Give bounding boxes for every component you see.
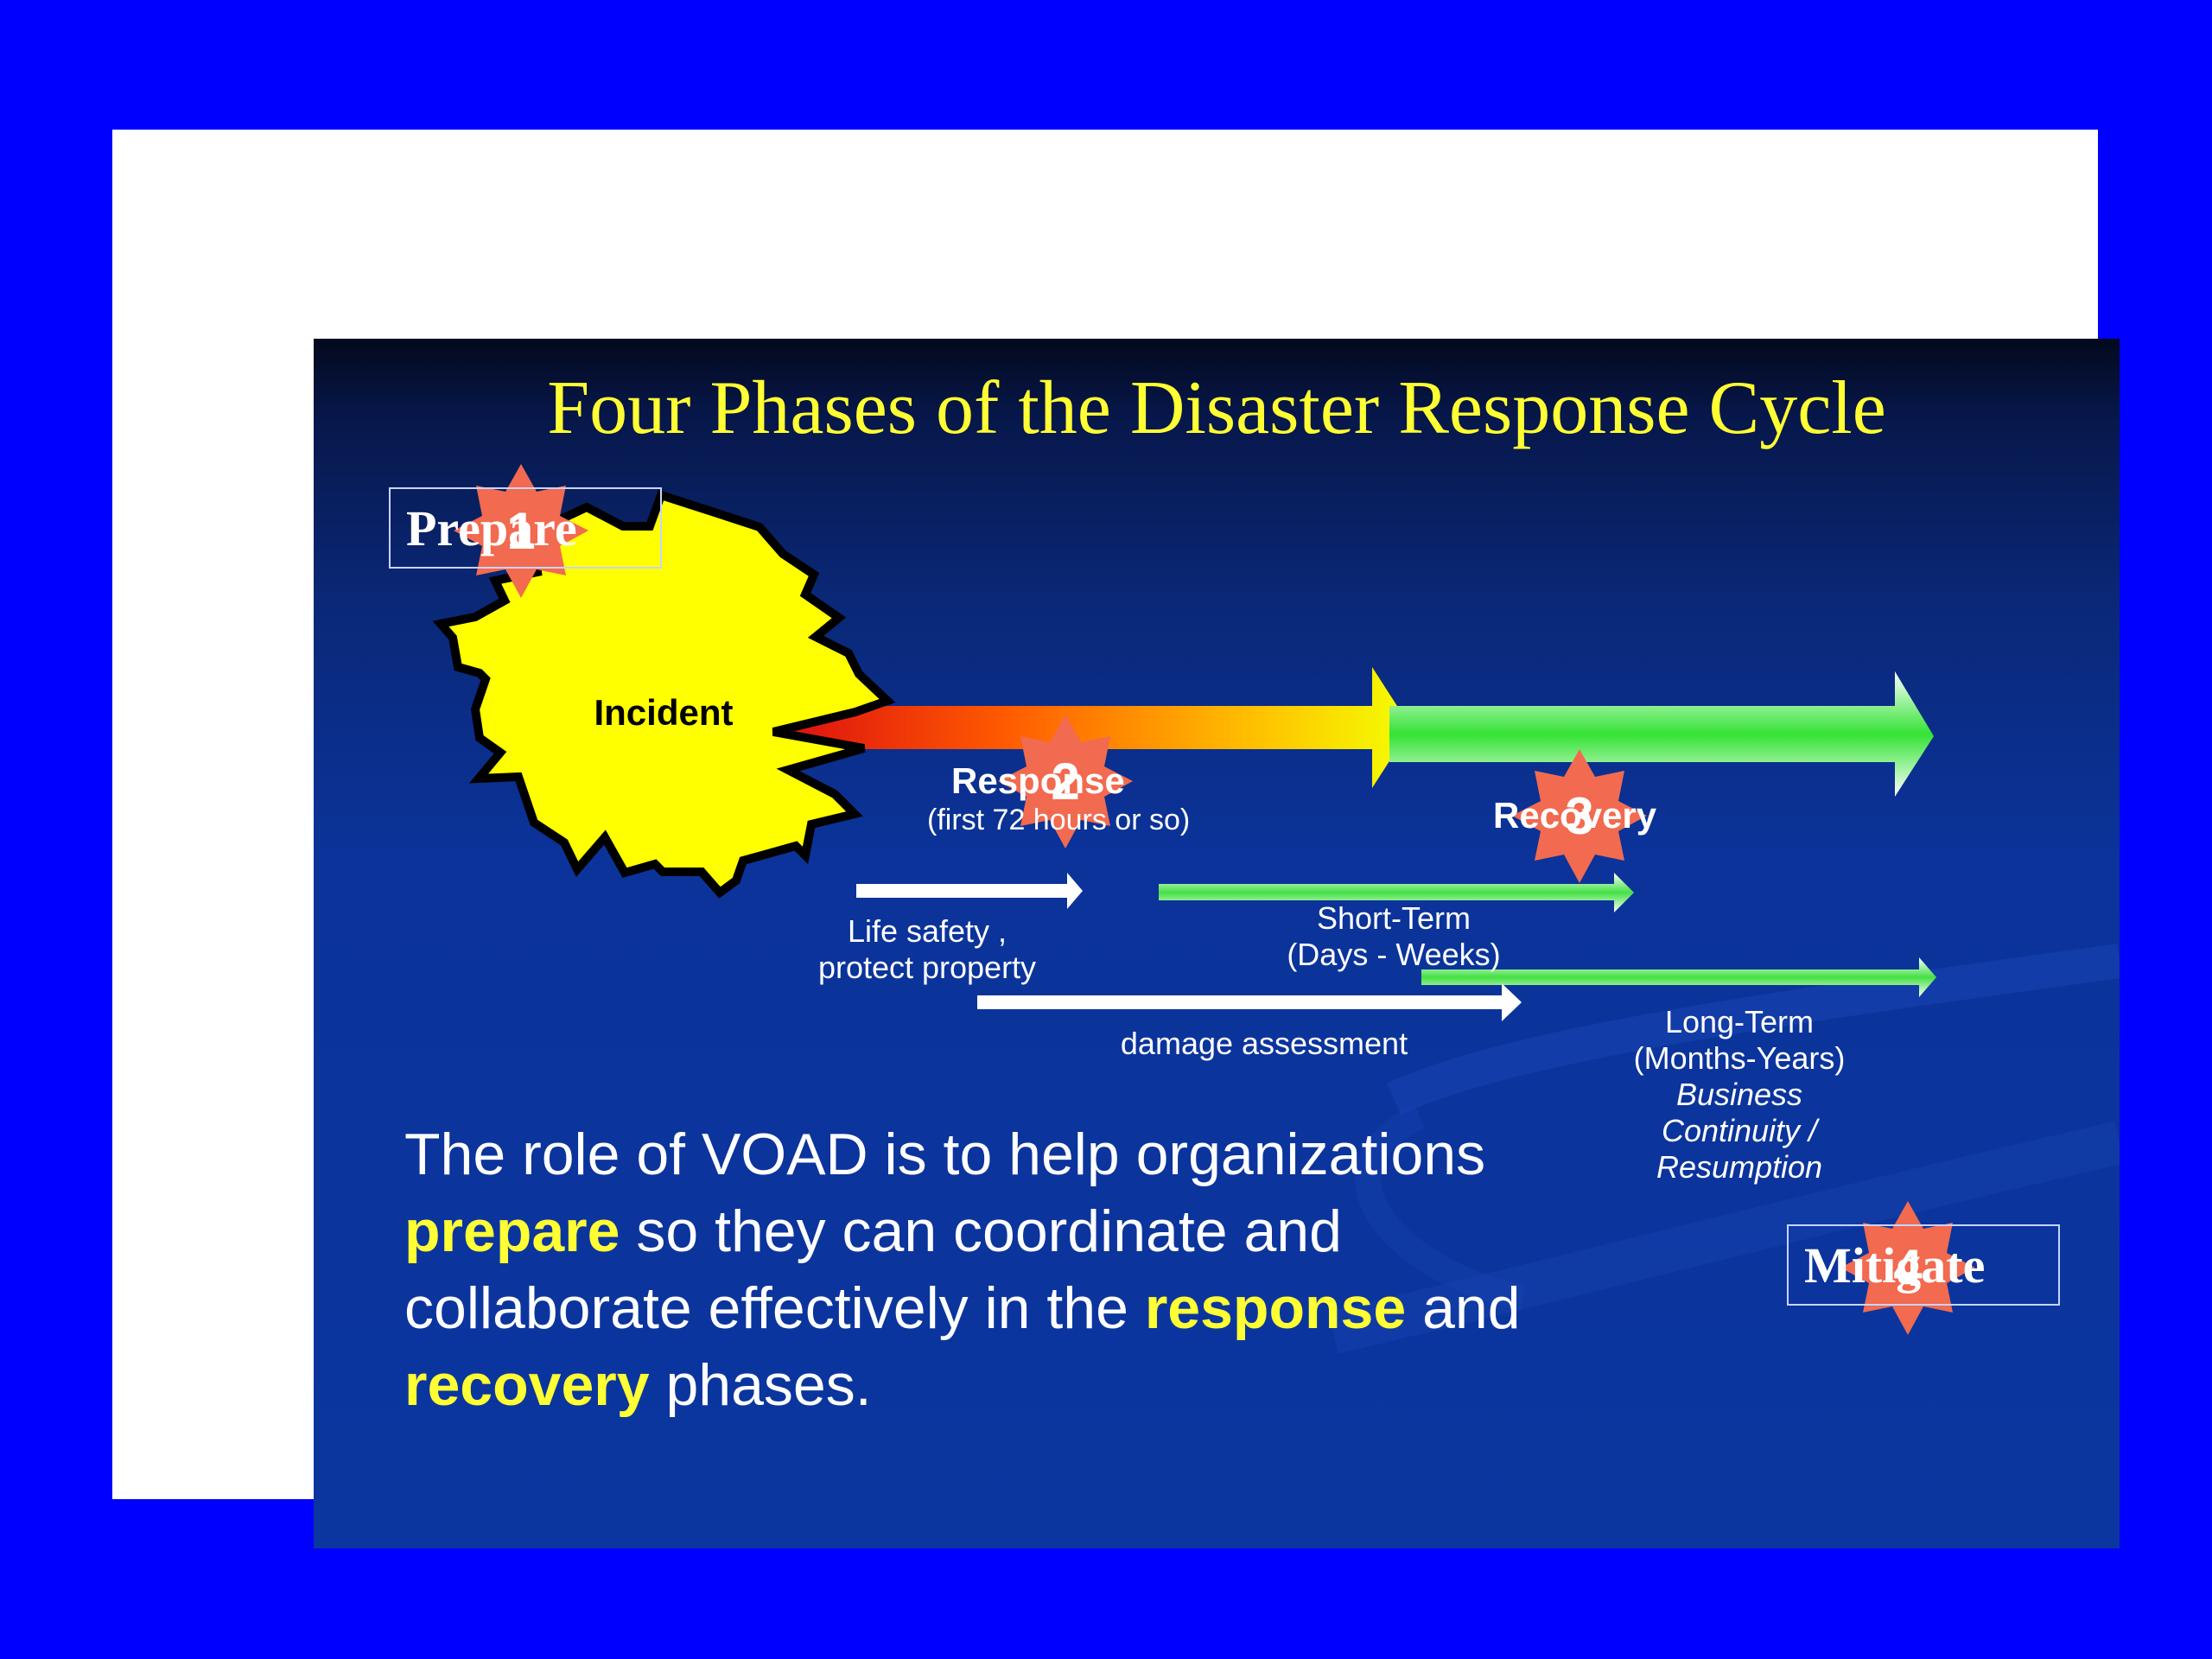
prepare-box: Prepare xyxy=(389,487,662,569)
slide-title: Four Phases of the Disaster Response Cyc… xyxy=(547,366,1886,450)
recovery-arrow xyxy=(1389,671,1934,797)
badge-3: 3 xyxy=(1512,749,1647,883)
svg-text:2: 2 xyxy=(1051,753,1079,810)
response-label: Response xyxy=(951,760,1125,801)
life-safety-label: Life safety , protect property xyxy=(817,913,1037,985)
short-term-label: Short-Term (Days - Weeks) xyxy=(1287,900,1501,972)
recovery-label: Recovery xyxy=(1493,795,1657,836)
highlight-recovery: recovery xyxy=(404,1352,650,1418)
life-safety-arrow xyxy=(856,873,1083,909)
mitigate-label: Mitigate xyxy=(1804,1237,1986,1294)
slide-frame: Four Phases of the Disaster Response Cyc… xyxy=(112,130,2120,1548)
incident-label: Incident xyxy=(594,692,733,733)
mitigate-box: Mitigate xyxy=(1787,1224,2060,1306)
svg-text:1: 1 xyxy=(506,502,535,560)
long-term-arrow xyxy=(1421,957,1936,997)
badge-1: 1 xyxy=(454,464,588,598)
damage-assessment-label: damage assessment xyxy=(1120,1026,1408,1061)
voad-role-text: The role of VOAD is to help organization… xyxy=(404,1122,1521,1418)
svg-text:4: 4 xyxy=(1893,1239,1923,1297)
response-arrow xyxy=(785,667,1411,788)
badge-2: 2 xyxy=(998,715,1133,849)
slide: Four Phases of the Disaster Response Cyc… xyxy=(314,339,2120,1548)
svg-text:3: 3 xyxy=(1565,787,1593,845)
highlight-response: response xyxy=(1144,1275,1407,1341)
prepare-label: Prepare xyxy=(406,500,577,556)
background-swoosh xyxy=(1328,944,2120,1354)
phase-diagram: Incident 1 2 3 4 xyxy=(432,464,1975,1335)
long-term-label: Long-Term (Months-Years) Business Contin… xyxy=(1633,1004,1846,1185)
damage-assessment-arrow xyxy=(977,983,1522,1021)
response-sublabel: (first 72 hours or so) xyxy=(927,804,1191,836)
short-term-arrow xyxy=(1159,873,1634,912)
highlight-prepare: prepare xyxy=(404,1198,620,1264)
badge-4: 4 xyxy=(1840,1201,1975,1335)
incident-starburst xyxy=(432,489,896,899)
